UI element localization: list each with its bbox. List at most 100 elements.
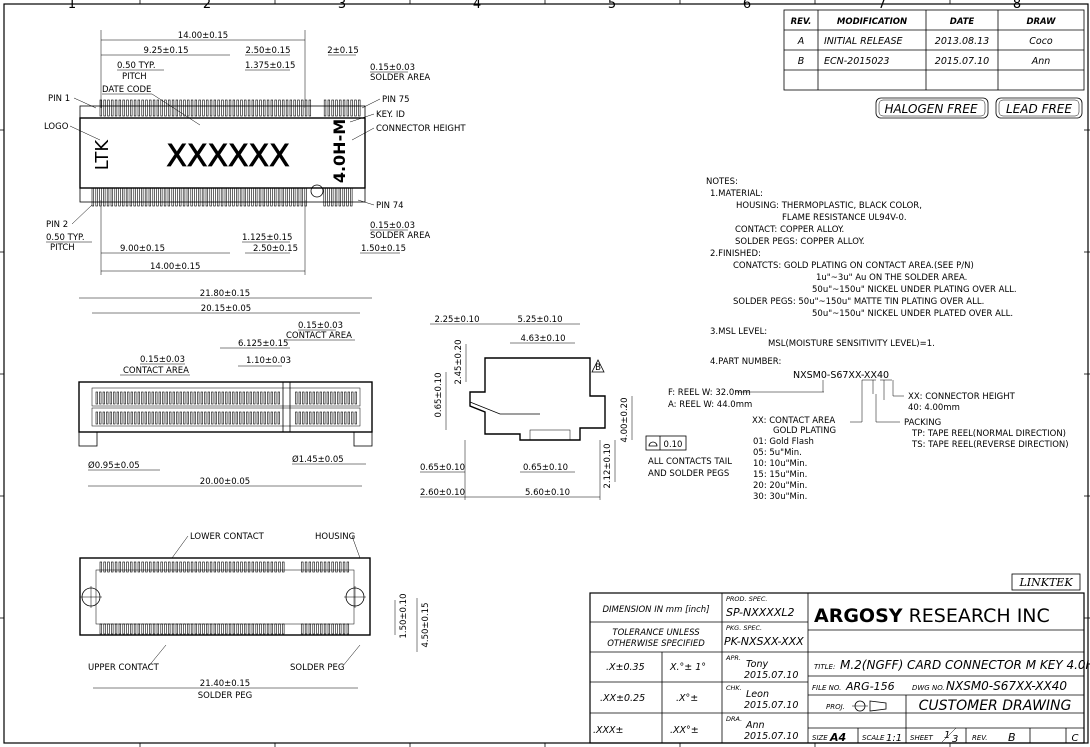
contact-pin xyxy=(232,187,235,207)
contact-pin xyxy=(308,623,312,635)
contact-pin xyxy=(127,391,130,405)
contact-pin xyxy=(277,411,280,425)
contact-pin xyxy=(228,623,232,635)
contact-pin xyxy=(103,99,106,117)
contact-pin xyxy=(308,99,312,117)
zone-7: 7 xyxy=(878,0,886,12)
drawing-title: M.2(NGFF) CARD CONNECTOR M KEY 4.0H xyxy=(840,658,1090,672)
contact-pin xyxy=(148,391,151,405)
contact-pin xyxy=(123,411,126,425)
contact-pin xyxy=(260,391,263,405)
note-line-2: HOUSING: THERMOPLASTIC, BLACK COLOR, xyxy=(736,201,922,211)
contact-pin xyxy=(274,187,277,207)
contact-pin xyxy=(335,623,338,635)
dim-1-50-v: 1.50±0.10 xyxy=(399,594,409,639)
contact-pin xyxy=(194,561,198,573)
contact-pin xyxy=(152,561,156,573)
top-view: LTK XXXXXX 4.0H-M 14.00±0.15 9.25±0.15 2… xyxy=(44,30,466,275)
dim-0-65-a: 0.65±0.10 xyxy=(420,463,465,473)
contact-pin xyxy=(123,391,126,405)
contact-pin xyxy=(175,561,179,573)
contact-pin xyxy=(169,391,172,405)
contact-pin xyxy=(172,391,175,405)
note-line-9: 50u"~150u" NICKEL UNDER PLATING OVER ALL… xyxy=(812,285,1017,295)
front-pins xyxy=(95,391,357,425)
contact-pin xyxy=(190,623,194,635)
dim-4-50-v: 4.50±0.15 xyxy=(421,603,431,648)
contact-pin xyxy=(342,187,345,207)
contact-pin xyxy=(346,561,350,573)
contact-pin xyxy=(137,391,140,405)
contact-pin xyxy=(255,561,258,573)
rev-header: REV. xyxy=(791,17,812,27)
contact-pin xyxy=(171,561,175,573)
dim-1-50: 1.50±0.15 xyxy=(361,244,406,254)
contact-pin xyxy=(207,391,210,405)
contact-pin xyxy=(296,187,300,207)
contact-pin xyxy=(209,187,212,207)
contact-pin xyxy=(228,187,231,207)
contact-pin xyxy=(148,187,152,207)
contact-pin xyxy=(249,411,252,425)
contact-pin xyxy=(190,99,194,117)
rev-value: B xyxy=(1008,731,1016,744)
contact-pin xyxy=(197,411,200,425)
pin-75-label: PIN 75 xyxy=(382,95,410,105)
scale-label: SCALE xyxy=(862,734,885,742)
contact-pin xyxy=(232,99,236,117)
contact-pin xyxy=(255,187,258,207)
contact-pin xyxy=(122,623,125,635)
flatness-note-2: AND SOLDER PEGS xyxy=(648,469,729,479)
contact-pin xyxy=(354,391,357,405)
contact-pin xyxy=(102,391,105,405)
contact-pin xyxy=(305,411,308,425)
tolerance-1: TOLERANCE UNLESS xyxy=(612,628,700,638)
contact-pin xyxy=(111,99,114,117)
contact-pin xyxy=(179,187,182,207)
dim-4-63: 4.63±0.10 xyxy=(521,334,566,344)
height-code-a: XX: CONNECTOR HEIGHT xyxy=(908,392,1016,402)
contact-pin xyxy=(239,391,242,405)
contact-pin xyxy=(213,99,217,117)
contact-pin xyxy=(99,623,103,635)
dim-0-15-bot: 0.15±0.03 xyxy=(370,221,415,231)
contact-pin xyxy=(183,623,186,635)
contact-pin xyxy=(106,411,109,425)
contact-area-b: CONTACT AREA xyxy=(123,366,189,376)
dim-2: 2±0.15 xyxy=(327,46,358,56)
contact-pin xyxy=(263,623,266,635)
zone-8: 8 xyxy=(1013,0,1021,12)
contact-pin xyxy=(263,99,266,117)
mod-b: ECN-2015023 xyxy=(824,56,889,67)
date-a: 2013.08.13 xyxy=(935,36,989,47)
contact-pin xyxy=(164,623,167,635)
contact-pin xyxy=(144,391,147,405)
contact-pin xyxy=(270,561,274,573)
contact-pin xyxy=(114,99,118,117)
tolerance-2: OTHERWISE SPECIFIED xyxy=(607,639,705,649)
contact-pin xyxy=(179,411,182,425)
contact-pin xyxy=(323,561,327,573)
contact-pin xyxy=(200,411,203,425)
contact-pin xyxy=(194,99,198,117)
dim-2-60: 2.60±0.10 xyxy=(420,488,465,498)
contact-pin xyxy=(235,411,238,425)
contact-pin xyxy=(217,623,220,635)
contact-pin xyxy=(194,623,198,635)
packing-line-1: TP: TAPE REEL(NORMAL DIRECTION) xyxy=(911,429,1066,439)
contact-pin xyxy=(232,561,236,573)
contact-pin xyxy=(163,187,167,207)
contact-pin xyxy=(106,391,109,405)
contact-pin xyxy=(152,99,156,117)
dim-0-65-v: 0.65±0.10 xyxy=(434,373,444,418)
contact-pin xyxy=(330,391,333,405)
contact-pin xyxy=(151,391,154,405)
contact-pin xyxy=(118,99,122,117)
contact-pin xyxy=(129,187,133,207)
contact-pin xyxy=(304,187,307,207)
contact-pin xyxy=(186,187,190,207)
solder-area-bot: SOLDER AREA xyxy=(370,231,430,241)
contact-pin xyxy=(103,561,106,573)
note-line-6: 2.FINISHED: xyxy=(710,249,761,259)
contact-pin xyxy=(99,411,102,425)
